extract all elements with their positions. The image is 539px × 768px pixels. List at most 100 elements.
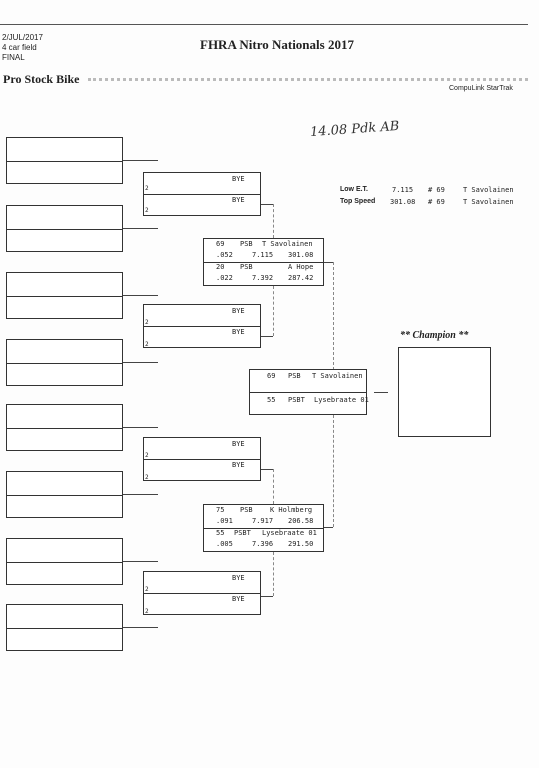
sf2-top-et: 7.917 xyxy=(252,517,274,525)
connector xyxy=(123,160,158,161)
connector xyxy=(324,527,333,528)
sf1-bottom-car: 20 xyxy=(216,263,225,271)
sf2-bottom-driver: Lysebraate 01 xyxy=(262,529,317,537)
brand-label: CompuLink StarTrak xyxy=(449,85,513,92)
connector xyxy=(123,362,158,363)
sf2-top-driver: K Holmberg xyxy=(270,506,313,514)
semifinal-2-box: 75 PSB K Holmberg .091 7.917 206.58 55 P… xyxy=(203,504,324,552)
sf1-top-et: 7.115 xyxy=(252,251,274,259)
final-top-class: PSB xyxy=(288,372,301,380)
champion-label: ** Champion ** xyxy=(400,330,469,341)
connector xyxy=(261,469,273,470)
bye-bottom: BYE xyxy=(232,595,245,603)
bye-box-3: BYE 2 BYE 2 xyxy=(143,437,261,481)
connector xyxy=(123,427,158,428)
sf2-bottom-rt: .005 xyxy=(216,540,233,548)
final-box: 69 PSB T Savolainen 55 PSBT Lysebraate 0… xyxy=(249,369,369,415)
connector xyxy=(324,262,333,263)
bye-box-1: BYE 2 BYE 2 xyxy=(143,172,261,216)
sf1-top-car: 69 xyxy=(216,240,225,248)
event-date: 2/JUL/2017 xyxy=(2,33,43,42)
low-et-label: Low E.T. xyxy=(340,186,368,193)
low-et-value: 7.115 xyxy=(392,186,414,194)
handwritten-note: 14.08 Pdk AB xyxy=(309,118,400,141)
bye-bottom: BYE xyxy=(232,461,245,469)
connector xyxy=(333,262,334,370)
sf1-bottom-class: PSB xyxy=(240,263,253,271)
bye-bottom: BYE xyxy=(232,196,245,204)
round-name: FINAL xyxy=(2,53,25,62)
sf2-bottom-et: 7.396 xyxy=(252,540,274,548)
sf1-bottom-driver: A Hope xyxy=(288,263,314,271)
bye-top: BYE xyxy=(232,574,245,582)
entry-box-2 xyxy=(6,205,123,252)
connector xyxy=(261,204,273,205)
connector xyxy=(123,494,158,495)
sf1-top-mph: 301.08 xyxy=(288,251,314,259)
sf1-bottom-rt: .022 xyxy=(216,274,233,282)
low-et-driver: T Savolainen xyxy=(463,186,514,194)
sf2-bottom-mph: 291.50 xyxy=(288,540,314,548)
event-title: FHRA Nitro Nationals 2017 xyxy=(200,37,354,52)
top-speed-value: 301.08 xyxy=(390,198,416,206)
connector xyxy=(333,415,334,527)
sf1-top-rt: .052 xyxy=(216,251,233,259)
class-name: Pro Stock Bike xyxy=(3,72,80,86)
bye-box-2: BYE 2 BYE 2 xyxy=(143,304,261,348)
bye-top: BYE xyxy=(232,307,245,315)
bye-top: BYE xyxy=(232,440,245,448)
connector xyxy=(123,561,158,562)
sf1-bottom-mph: 287.42 xyxy=(288,274,314,282)
connector xyxy=(261,596,273,597)
connector xyxy=(374,392,388,393)
top-speed-label: Top Speed xyxy=(340,198,376,205)
bye-top: BYE xyxy=(232,175,245,183)
bye-box-4: BYE 2 BYE 2 xyxy=(143,571,261,615)
final-bottom-driver: Lysebraate 01 xyxy=(314,396,369,404)
sf1-top-driver: T Savolainen xyxy=(262,240,313,248)
final-bottom-class: PSBT xyxy=(288,396,305,404)
final-top-car: 69 xyxy=(267,372,276,380)
entry-box-7 xyxy=(6,538,123,585)
entry-box-1 xyxy=(6,137,123,184)
bye-bottom: BYE xyxy=(232,328,245,336)
sf2-bottom-car: 55 xyxy=(216,529,225,537)
seed-label: 2 xyxy=(145,608,149,615)
connector xyxy=(273,204,274,238)
connector xyxy=(273,552,274,596)
connector xyxy=(273,286,274,336)
sf2-top-rt: .091 xyxy=(216,517,233,525)
connector xyxy=(123,627,158,628)
sf2-top-car: 75 xyxy=(216,506,225,514)
header-top-rule xyxy=(0,24,528,25)
sf2-top-class: PSB xyxy=(240,506,253,514)
seed-label: 2 xyxy=(145,452,149,459)
class-rule xyxy=(88,78,528,81)
seed-label: 2 xyxy=(145,207,149,214)
sf1-bottom-et: 7.392 xyxy=(252,274,274,282)
connector xyxy=(261,336,273,337)
seed-label: 2 xyxy=(145,341,149,348)
connector xyxy=(123,295,158,296)
champion-box xyxy=(398,347,491,437)
final-top-driver: T Savolainen xyxy=(312,372,363,380)
seed-label: 2 xyxy=(145,586,149,593)
entry-box-4 xyxy=(6,339,123,386)
seed-label: 2 xyxy=(145,185,149,192)
final-bottom-car: 55 xyxy=(267,396,276,404)
sf1-top-class: PSB xyxy=(240,240,253,248)
field-size: 4 car field xyxy=(2,43,37,52)
top-speed-driver: T Savolainen xyxy=(463,198,514,206)
top-speed-car: # 69 xyxy=(428,198,445,206)
entry-box-8 xyxy=(6,604,123,651)
semifinal-1-box: 69 PSB T Savolainen .052 7.115 301.08 20… xyxy=(203,238,324,286)
sf2-bottom-class: PSBT xyxy=(234,529,251,537)
seed-label: 2 xyxy=(145,474,149,481)
entry-box-5 xyxy=(6,404,123,451)
connector xyxy=(123,228,158,229)
low-et-car: # 69 xyxy=(428,186,445,194)
seed-label: 2 xyxy=(145,319,149,326)
entry-box-3 xyxy=(6,272,123,319)
connector xyxy=(273,469,274,504)
sf2-top-mph: 206.58 xyxy=(288,517,314,525)
